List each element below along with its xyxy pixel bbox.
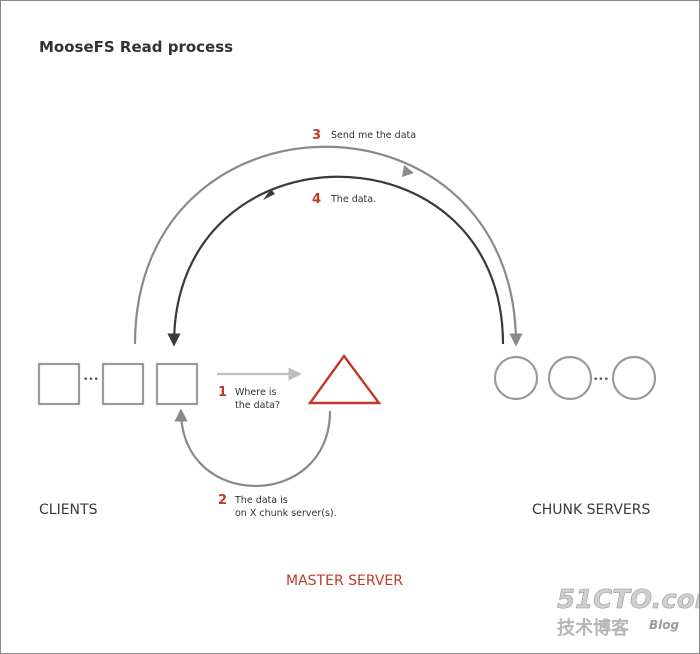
watermark-blog: Blog <box>649 618 680 632</box>
client-box-2 <box>101 362 145 406</box>
step-1-line-1: Where is <box>235 387 276 398</box>
clients-label: CLIENTS <box>39 502 98 518</box>
step-3-number: 3 <box>312 128 321 143</box>
client-box-3 <box>155 362 199 406</box>
master-server-triangle <box>307 353 382 405</box>
chunk-servers-label: CHUNK SERVERS <box>532 502 650 518</box>
watermark-subtitle: 技术博客 <box>557 617 630 639</box>
return-data-mid-arrowhead <box>263 189 275 200</box>
diagram-title: MooseFS Read process <box>39 38 233 56</box>
chunk-servers-ellipsis: ••• <box>593 375 609 385</box>
step-4-line-1: The data. <box>330 194 376 205</box>
client-box-1 <box>37 362 81 406</box>
return-data-arrow <box>167 175 505 347</box>
chunk-server-circle-3 <box>611 355 657 401</box>
request-data-arrow <box>133 145 523 347</box>
step-2-number: 2 <box>218 493 227 508</box>
step-2-line-2: on X chunk server(s). <box>235 508 337 519</box>
step-2-line-1: The data is <box>234 495 288 506</box>
step-1-line-2: the data? <box>235 400 280 411</box>
master-server-label: MASTER SERVER <box>286 573 403 589</box>
clients-ellipsis: ••• <box>83 375 99 385</box>
data-location-arrow <box>174 408 332 487</box>
chunk-server-circle-2 <box>547 355 593 401</box>
request-data-mid-arrowhead <box>402 165 414 177</box>
chunk-server-circle-1 <box>493 355 539 401</box>
step-4-number: 4 <box>312 192 321 207</box>
watermark-site: 51CTO.com <box>557 585 699 615</box>
step-3-line-1: Send me the data <box>331 130 416 141</box>
step-1-number: 1 <box>218 385 227 400</box>
